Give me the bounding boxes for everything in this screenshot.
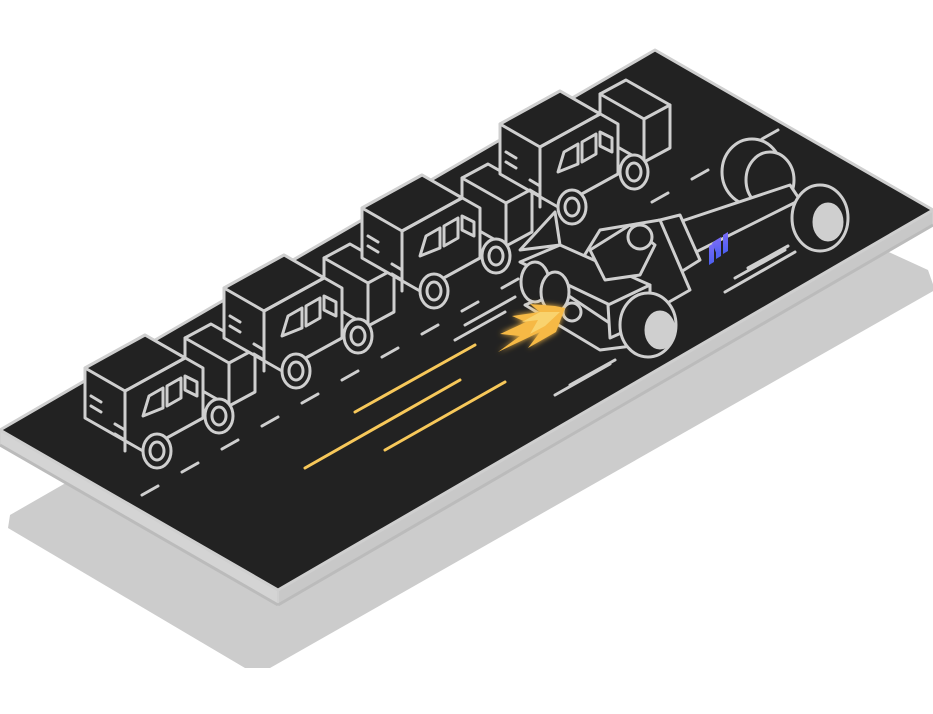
- brand-logo-m: [709, 232, 728, 265]
- exhaust-flame: [498, 304, 565, 352]
- speed-lines-yellow: [303, 343, 507, 470]
- road-edge-front: [0, 443, 279, 607]
- road-edge-right: [277, 223, 933, 607]
- race-car: [498, 137, 850, 359]
- road-surface: [0, 48, 933, 592]
- speed-lines-white: [453, 244, 797, 397]
- lane-center-dashes: [140, 128, 780, 497]
